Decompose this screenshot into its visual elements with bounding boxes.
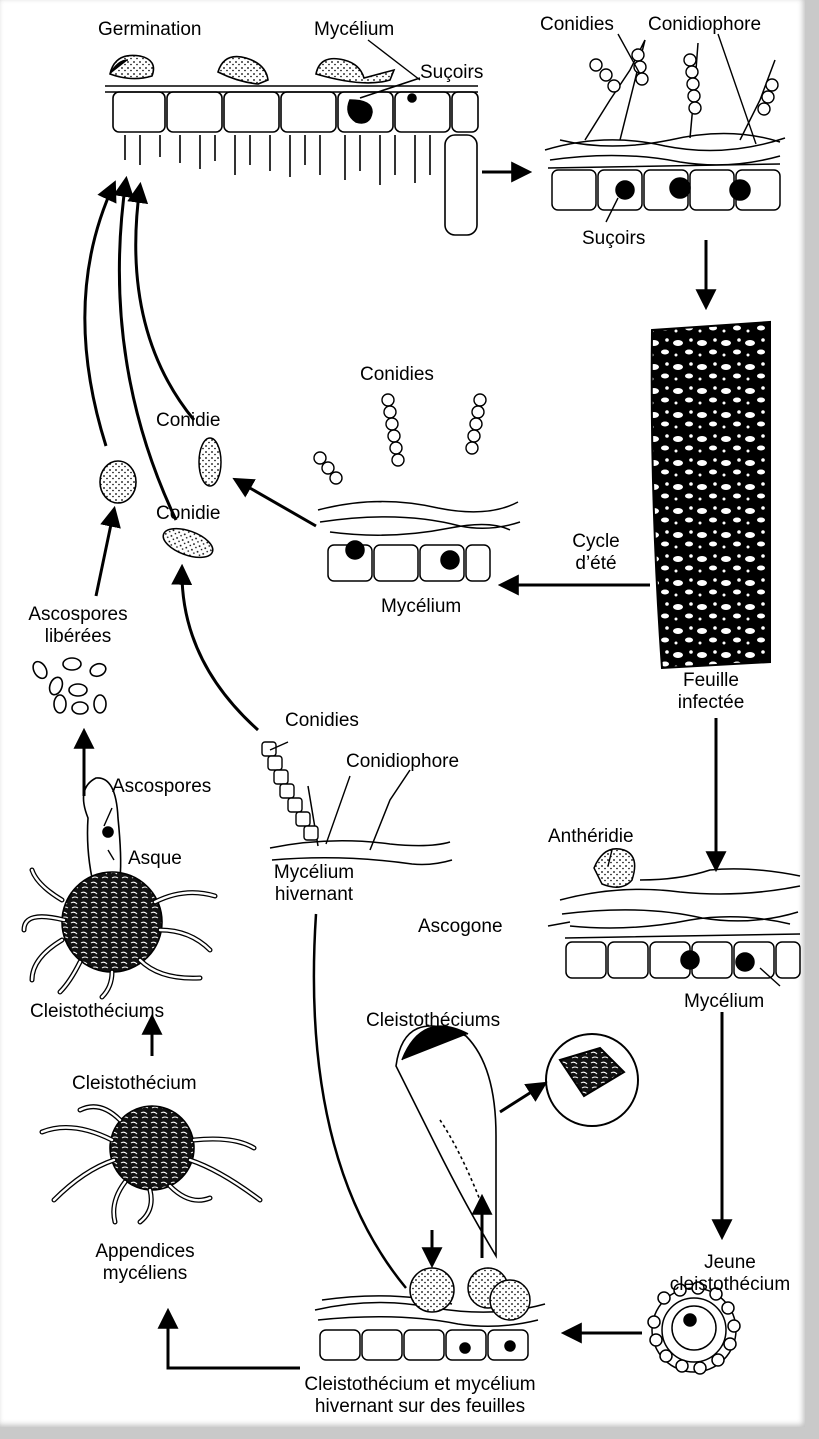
conidium-spore-2 [159,523,216,563]
label-conidies-low: Conidies [285,710,359,732]
label-appendices-2: mycéliens [70,1263,220,1285]
arrow-leaf-to-circle [500,1084,544,1112]
magnified-circle [546,1034,638,1126]
label-antheridie: Anthéridie [548,826,634,848]
label-asque: Asque [128,848,182,870]
label-feuille-infectee: Feuille infectée [656,670,766,714]
label-sucoirs-right: Suçoirs [582,228,645,250]
label-conidies-top: Conidies [540,14,614,36]
arrow-conidies-to-conidie [236,480,316,526]
label-cleistotheciums-left: Cleistothéciums [30,1001,164,1023]
label-ascospores: Ascospores [112,776,211,798]
label-cleistotheciums-mid: Cleistothéciums [366,1010,500,1032]
label-conidiophore-top: Conidiophore [648,14,761,36]
label-mycelium-hiv-1: Mycélium [256,862,372,884]
arrow-spore-up [85,184,114,446]
label-mycelium-hivernant: Mycélium hivernant [256,862,372,906]
leaf-section-summer-cycle [318,501,520,581]
label-mycelium-mid: Mycélium [381,596,461,618]
arrow-bottom-to-left [168,1312,300,1368]
label-appendices: Appendices mycéliens [70,1241,220,1285]
label-cleistothecium: Cleistothécium [72,1073,197,1095]
leaf-section-sexual [560,849,800,978]
conidia-chains-top [590,49,778,115]
released-ascospores [30,658,107,714]
ascospore-spore [100,461,136,503]
label-mycelium-top: Mycélium [314,19,394,41]
label-conidie-2: Conidie [156,503,220,525]
label-jeune-1: Jeune [650,1252,810,1274]
label-conidie-1: Conidie [156,410,220,432]
label-bottom-1: Cleistothécium et mycélium [220,1374,620,1396]
line-hivernant [314,914,406,1288]
label-ascospores-liberees-2: libérées [8,626,148,648]
leaf-section-overwintering [315,1268,545,1360]
label-germination: Germination [98,19,202,41]
label-jeune-cleistothecium: Jeune cleistothécium [650,1252,810,1296]
label-bottom-caption: Cleistothécium et mycélium hivernant sur… [220,1374,620,1418]
cleistothecium-appendages [42,1106,260,1222]
label-ascospores-liberees-1: Ascospores [8,604,148,626]
infected-leaf-image [652,322,770,668]
conidium-spore-1 [199,438,221,486]
label-mycelium-hiv-2: hivernant [256,884,372,906]
label-cycle-ete: Cycle d’été [556,531,636,575]
conidia-chains-mid [314,394,486,484]
label-cycle-line1: Cycle [556,531,636,553]
arrow-liberees-up [96,510,114,596]
label-sucoirs-top: Suçoirs [420,62,483,84]
label-bottom-2: hivernant sur des feuilles [220,1396,620,1418]
arrow-conidiophore-low-up [182,568,258,730]
label-ascospores-liberees: Ascospores libérées [8,604,148,648]
label-mycelium-right: Mycélium [684,991,764,1013]
label-conidiophore-low: Conidiophore [346,751,459,773]
label-appendices-1: Appendices [70,1241,220,1263]
label-conidies-mid: Conidies [360,364,434,386]
label-feuille-1: Feuille [656,670,766,692]
cleistothecium-with-ascus [24,778,215,997]
label-cycle-line2: d’été [556,553,636,575]
label-ascogone: Ascogone [418,916,503,938]
arrow-conidie1-up [136,186,194,420]
conidia-chain-low [262,742,318,840]
label-feuille-2: infectée [656,692,766,714]
label-jeune-2: cleistothécium [650,1274,810,1296]
